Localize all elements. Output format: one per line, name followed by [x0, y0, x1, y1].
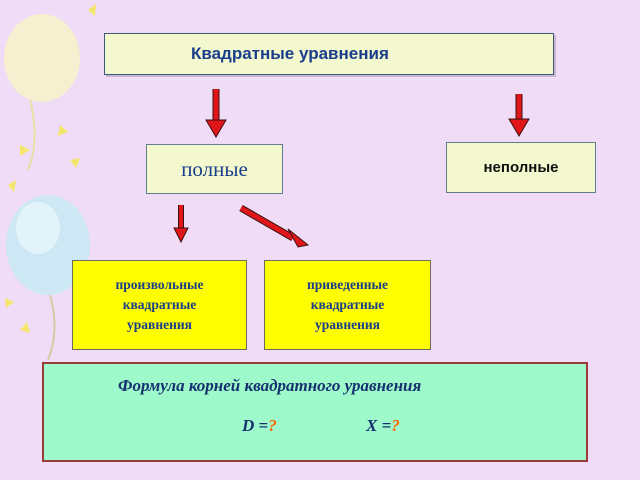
formula-d-value: ?	[268, 416, 277, 435]
formula-d-label: D =	[242, 416, 269, 435]
full-equations-box: полные	[146, 144, 283, 194]
formula-d: D =?	[242, 416, 277, 436]
full-equations-label: полные	[181, 156, 248, 181]
arbitrary-line-3: уравнения	[127, 317, 192, 332]
reduced-line-1: приведенные	[306, 277, 389, 292]
arrow-down-right-icon	[508, 94, 530, 137]
arbitrary-equations-box: произвольные квадратные уравнения	[72, 260, 247, 350]
arrow-to-reduced-icon	[239, 204, 310, 248]
formula-x-value: ?	[391, 416, 400, 435]
arbitrary-line-2: квадратные	[122, 297, 197, 312]
formula-x: X =?	[366, 416, 400, 436]
reduced-equations-box: приведенные квадратные уравнения	[264, 260, 431, 350]
arbitrary-line-1: произвольные	[115, 277, 204, 292]
title-text: Квадратные уравнения	[191, 44, 389, 63]
reduced-line-2: квадратные	[310, 297, 385, 312]
incomplete-equations-label: неполные	[483, 159, 559, 176]
formula-title: Формула корней квадратного уравнения	[118, 376, 422, 395]
arrow-down-left-icon	[205, 89, 227, 138]
title-box: Квадратные уравнения	[104, 33, 554, 75]
formula-x-label: X =	[366, 416, 392, 435]
formula-box: Формула корней квадратного уравнения D =…	[42, 362, 588, 462]
reduced-line-3: уравнения	[315, 317, 380, 332]
incomplete-equations-box: неполные	[446, 142, 596, 193]
arrow-to-arbitrary-icon	[173, 205, 189, 244]
